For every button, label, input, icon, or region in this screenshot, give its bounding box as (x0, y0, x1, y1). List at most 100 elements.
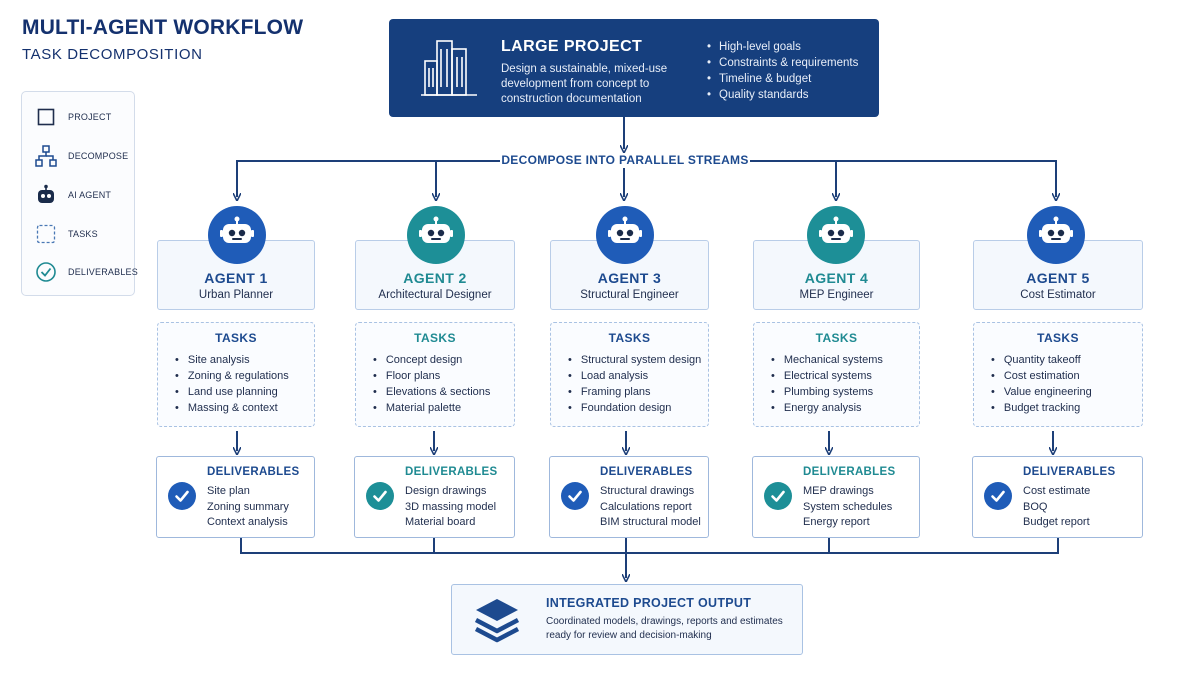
agent-role: MEP Engineer (799, 289, 874, 301)
task-item: Foundation design (568, 400, 701, 416)
deliverable-item: BOQ (1023, 500, 1048, 513)
deliverable-item: Material board (405, 516, 476, 528)
task-item: Massing & context (175, 400, 289, 416)
check-circle-icon (561, 482, 589, 510)
task-item: Load analysis (568, 368, 701, 384)
task-item: Plumbing systems (771, 384, 883, 400)
check-circle-icon (34, 260, 58, 284)
deliverables-heading: DELIVERABLES (207, 466, 300, 478)
deliverable-item: MEP drawings (803, 485, 874, 497)
page-title: MULTI-AGENT WORKFLOW (22, 16, 304, 39)
tasks-list: Quantity takeoffCost estimationValue eng… (991, 352, 1092, 416)
page-subtitle: TASK DECOMPOSITION (22, 46, 203, 63)
hierarchy-icon (34, 144, 58, 168)
check-circle-icon (366, 482, 394, 510)
agent-avatar (596, 206, 654, 264)
legend-label: TASKS (68, 229, 98, 239)
project-bullet: Quality standards (707, 87, 858, 103)
agent-avatar (208, 206, 266, 264)
legend-label: DECOMPOSE (68, 151, 129, 161)
agent-name: AGENT 2 (403, 270, 467, 286)
legend-label: PROJECT (68, 112, 112, 122)
tasks-heading: TASKS (414, 331, 456, 345)
agent-role: Architectural Designer (378, 289, 492, 301)
project-bullet: Constraints & requirements (707, 55, 858, 71)
tasks-list: Concept designFloor plansElevations & se… (373, 352, 491, 416)
robot-icon (1038, 215, 1074, 256)
tasks-heading: TASKS (815, 331, 858, 345)
agent-name: AGENT 1 (204, 270, 268, 286)
deliverables-heading: DELIVERABLES (600, 466, 693, 478)
agent-avatar (1027, 206, 1085, 264)
legend-item-project: PROJECT (34, 105, 111, 129)
agent-avatar (807, 206, 865, 264)
tasks-box: TASKS Concept designFloor plansElevations… (355, 322, 515, 427)
task-item: Cost estimation (991, 368, 1092, 384)
tasks-box: TASKS Quantity takeoffCost estimationValu… (973, 322, 1143, 427)
deliverable-item: Cost estimate (1023, 485, 1091, 497)
tasks-list: Structural system designLoad analysisFra… (568, 352, 701, 416)
deliverables-heading: DELIVERABLES (1023, 466, 1116, 478)
legend-item-deliverables: DELIVERABLES (34, 260, 138, 284)
task-item: Energy analysis (771, 400, 883, 416)
deliverables-heading: DELIVERABLES (803, 466, 896, 478)
task-item: Zoning & regulations (175, 368, 289, 384)
legend: PROJECT DECOMPOSE AI AGENT TASKS (21, 91, 138, 296)
robot-icon (219, 215, 255, 256)
deliverable-item: Budget report (1023, 516, 1090, 528)
project-bullet: Timeline & budget (707, 71, 858, 87)
task-item: Concept design (373, 352, 490, 368)
deliverable-item: Context analysis (207, 516, 288, 528)
task-item: Floor plans (373, 368, 490, 384)
deliverable-item: Site plan (207, 485, 250, 497)
project-description: Design a sustainable, mixed-use developm… (501, 63, 668, 105)
robot-icon (418, 215, 454, 256)
robot-icon (34, 183, 58, 207)
task-item: Electrical systems (771, 368, 883, 384)
task-item: Budget tracking (991, 400, 1092, 416)
tasks-heading: TASKS (215, 331, 257, 345)
project-title: LARGE PROJECT (501, 38, 643, 55)
agent-avatar (407, 206, 465, 264)
deliverable-item: Zoning summary (207, 500, 289, 513)
tasks-list: Mechanical systemsElectrical systemsPlum… (771, 352, 883, 416)
legend-label: AI AGENT (68, 190, 112, 200)
check-circle-icon (168, 482, 196, 510)
project-bullets: High-level goals Constraints & requireme… (707, 39, 858, 103)
deliverables-heading: DELIVERABLES (405, 466, 498, 478)
legend-item-decompose: DECOMPOSE (34, 144, 128, 168)
deliverable-item: Energy report (803, 516, 870, 528)
deliverable-item: 3D massing model (405, 500, 497, 513)
deliverable-item: BIM structural model (600, 516, 701, 528)
task-item: Land use planning (175, 384, 289, 400)
task-item: Mechanical systems (771, 352, 883, 368)
dashed-square-icon (34, 222, 58, 246)
decompose-label: DECOMPOSE INTO PARALLEL STREAMS (500, 153, 750, 167)
output-box: INTEGRATED PROJECT OUTPUT Coordinated mo… (451, 584, 803, 655)
tasks-heading: TASKS (1037, 331, 1079, 345)
task-item: Framing plans (568, 384, 701, 400)
deliverable-item: System schedules (803, 500, 893, 513)
legend-item-ai-agent: AI AGENT (34, 183, 111, 207)
agent-name: AGENT 4 (804, 270, 869, 286)
legend-item-tasks: TASKS (34, 222, 98, 246)
project-bullet: High-level goals (707, 39, 858, 55)
agent-name: AGENT 5 (1026, 270, 1090, 286)
legend-label: DELIVERABLES (68, 267, 138, 277)
project-box: LARGE PROJECT Design a sustainable, mixe… (389, 19, 879, 117)
square-outline-icon (34, 105, 58, 129)
deliverable-item: Structural drawings (600, 485, 695, 497)
output-title: INTEGRATED PROJECT OUTPUT (546, 596, 752, 610)
tasks-box: TASKSStructural system designLoad analys… (550, 322, 709, 427)
robot-icon (607, 215, 643, 256)
task-item: Elevations & sections (373, 384, 491, 400)
